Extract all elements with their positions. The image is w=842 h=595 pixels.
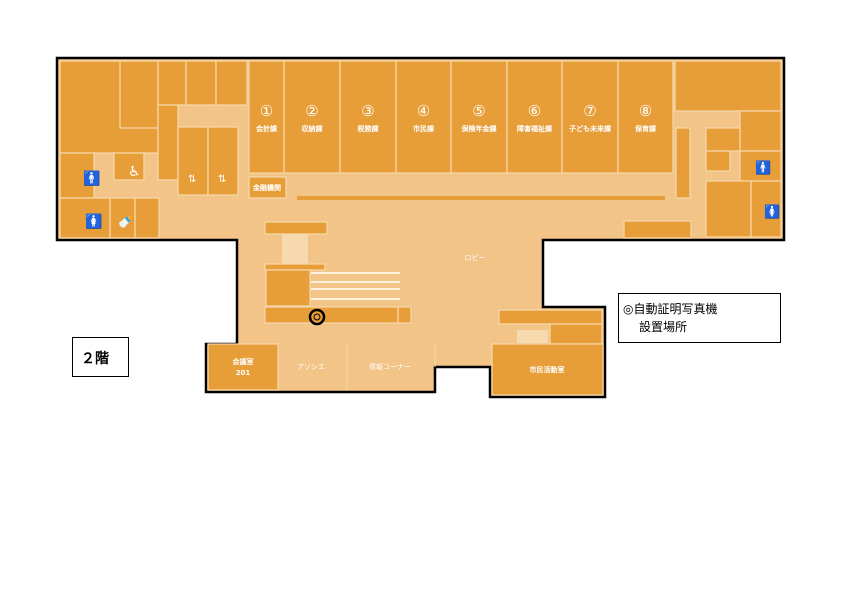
restroom-women-left [59,197,111,239]
room-right-c [705,150,731,172]
room-center-strip [264,306,399,324]
room-left-f [134,197,160,239]
photo-booth-marker [308,308,326,326]
stairs-lower [517,330,548,343]
restroom-men-icon: 🚹 [755,160,771,176]
wheelchair-icon: ♿ [128,164,141,180]
room-right-e [623,220,692,239]
elevator-right [207,126,239,196]
room-right-b [705,127,741,152]
associe-label: アソシエ [297,363,325,371]
restroom-women-icon: 🚺 [764,204,780,220]
escalator [311,272,400,300]
department-room [506,60,563,174]
restroom-right-women [750,180,782,238]
stairs-center [282,234,308,264]
room-civic [491,343,604,396]
stairs-right [705,180,752,238]
room-right-d [675,127,691,199]
lobby-label: ロビー [465,253,486,262]
room-left-e [157,104,179,181]
department-name: 会計課 [256,124,278,133]
baby-bottle-icon: 🍼 [118,215,133,229]
department-name: 保険年金課 [461,124,498,133]
department-number: ⑦ [583,102,596,120]
civic-room-label: 市民活動室 [530,365,565,374]
department-room [283,60,341,174]
department-name: 収納課 [302,124,324,133]
room-left-b [157,60,187,106]
department-number: ③ [361,102,374,120]
elevator-left [177,126,209,196]
restroom-right-men [739,150,782,182]
meeting-room-number: 201 [236,369,251,377]
room-right-top [498,309,603,325]
room-meeting-201 [207,343,279,391]
department-name: 子ども未来課 [569,124,612,133]
department-room [450,60,508,174]
room-right-a [739,110,782,152]
room-center-small [397,306,412,324]
room-right-large [674,60,782,112]
department-room [339,60,397,174]
floor-label-box: ２階 [72,337,129,377]
room-center-mid [264,263,326,271]
legend-line-1: ◎自動証明写真機 [623,302,718,316]
info-corner-label: 情報コーナー [369,362,411,371]
restroom-accessible [113,152,145,181]
elevator-icon: ⇅ [188,174,196,185]
department-room [561,60,619,174]
room-center-block [265,269,311,307]
department-number: ② [305,102,318,120]
elevator-icon: ⇅ [218,174,226,185]
floor-label: ２階 [81,351,109,367]
department-name: 保育課 [634,124,657,133]
department-room [248,60,285,174]
room-left-c [185,60,217,106]
department-number: ⑤ [472,102,485,120]
department-number: ⑥ [528,102,541,120]
room-bank [248,176,287,199]
bank-label: 金融機関 [252,183,281,192]
department-room [617,60,674,174]
restroom-men-left [59,152,95,199]
nursing-room [109,197,136,239]
department-number: ⑧ [639,102,652,120]
legend-box: ◎自動証明写真機 設置場所 [618,293,781,343]
room-left-d [215,60,248,106]
department-number: ④ [417,102,430,120]
room-center-top [264,221,328,235]
room-right-mid [549,323,603,345]
department-name: 障害福祉課 [517,124,553,133]
meeting-room-label: 会議室 [233,357,254,366]
department-name: 税務課 [358,124,380,133]
counter [297,196,665,200]
department-name: 市民課 [413,124,435,133]
department-number: ① [260,102,273,120]
restroom-women-icon: 🚺 [85,213,102,230]
room-left-a [119,60,159,129]
legend-line-2: 設置場所 [639,320,688,334]
restroom-men-icon: 🚹 [83,170,100,187]
